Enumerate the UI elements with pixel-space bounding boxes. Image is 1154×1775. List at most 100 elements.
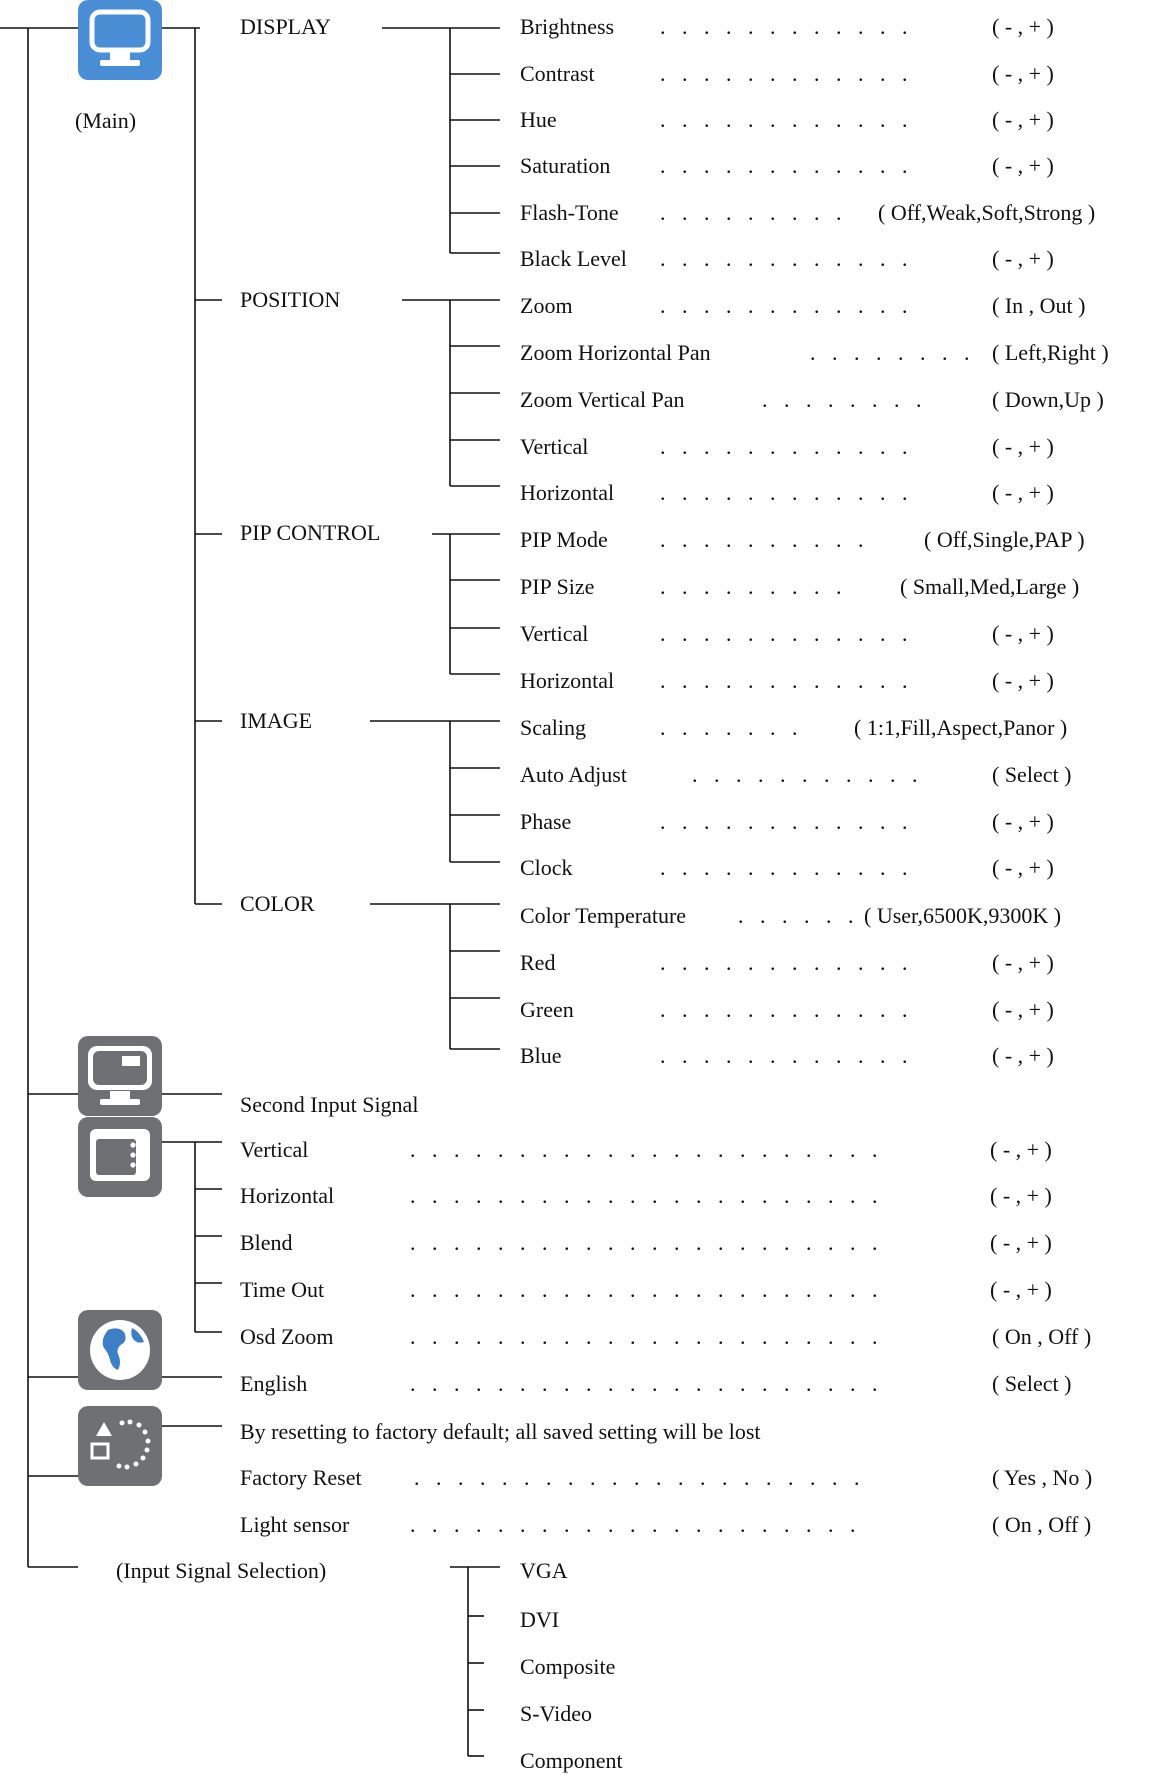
option-values: ( - , + ) xyxy=(992,434,1054,459)
option-values: ( - , + ) xyxy=(992,61,1054,86)
menu-item-pip-vertical[interactable]: Vertical xyxy=(520,621,589,646)
dot-leader: . . . . . . . . . . . . . . . . . . . . … xyxy=(410,1137,878,1162)
option-values: ( - , + ) xyxy=(990,1137,1052,1162)
dot-leader: . . . . . . . . . . . . xyxy=(660,668,908,693)
second-input-monitor-icon[interactable] xyxy=(78,1036,162,1116)
option-values: ( - , + ) xyxy=(992,997,1054,1022)
input-signal-selection-label[interactable]: (Input Signal Selection) xyxy=(116,1558,327,1583)
dot-leader: . . . . . . . . . . . . xyxy=(660,950,908,975)
menu-item-light-sensor[interactable]: Light sensor xyxy=(240,1512,350,1537)
menu-item-color-temperature[interactable]: Color Temperature xyxy=(520,903,687,928)
dot-leader: . . . . . . . . . . . . xyxy=(660,14,908,39)
menu-item-osd-horizontal[interactable]: Horizontal xyxy=(240,1183,335,1208)
menu-item-osd-vertical[interactable]: Vertical xyxy=(240,1137,309,1162)
dot-leader: . . . . . . . . . xyxy=(660,574,842,599)
menu-item-factory-reset[interactable]: Factory Reset xyxy=(240,1465,362,1490)
osd-panel-icon[interactable] xyxy=(78,1117,162,1197)
option-values: ( - , + ) xyxy=(992,855,1054,880)
menu-item-horizontal[interactable]: Horizontal xyxy=(520,480,615,505)
option-values: ( Off,Weak,Soft,Strong ) xyxy=(878,200,1096,225)
menu-item-osd-blend[interactable]: Blend xyxy=(240,1230,293,1255)
menu-item-pip-mode[interactable]: PIP Mode xyxy=(520,527,608,552)
dot-leader: . . . . . . . . . . . . xyxy=(660,293,908,318)
main-monitor-icon[interactable] xyxy=(78,0,162,80)
menu-item-language-english[interactable]: English xyxy=(240,1371,308,1396)
option-values: ( In , Out ) xyxy=(992,293,1086,318)
menu-item-pip-horizontal[interactable]: Horizontal xyxy=(520,668,615,693)
option-values: ( - , + ) xyxy=(990,1277,1052,1302)
dot-leader: . . . . . . . . xyxy=(762,387,922,412)
menu-item-scaling[interactable]: Scaling xyxy=(520,715,586,740)
menu-item-osd-time-out[interactable]: Time Out xyxy=(240,1277,325,1302)
dot-leader: . . . . . . . . . . . . xyxy=(660,809,908,834)
group-position[interactable]: POSITION xyxy=(240,287,341,312)
menu-item-black-level[interactable]: Black Level xyxy=(520,246,627,271)
option-values: ( 1:1,Fill,Aspect,Panor ) xyxy=(854,715,1068,740)
dot-leader: . . . . . . . . . . . . . . . . . . . . … xyxy=(410,1230,878,1255)
menu-item-zoom-vertical-pan[interactable]: Zoom Vertical Pan xyxy=(520,387,685,412)
dot-leader: . . . . . . . . . . . . . . . . . . . . … xyxy=(414,1465,860,1490)
menu-item-second-input-signal[interactable]: Second Input Signal xyxy=(240,1092,419,1117)
menu-item-hue[interactable]: Hue xyxy=(520,107,557,132)
dot-leader: . . . . . . . . . . . . xyxy=(660,1043,908,1068)
dot-leader: . . . . . . . . . . . . xyxy=(660,61,908,86)
group-image[interactable]: IMAGE xyxy=(240,708,313,733)
dot-leader: . . . . . . . . . . . . . . . . . . . . … xyxy=(410,1324,878,1349)
reset-shapes-icon[interactable] xyxy=(78,1406,162,1486)
menu-item-zoom-horizontal-pan[interactable]: Zoom Horizontal Pan xyxy=(520,340,711,365)
input-option-s-video[interactable]: S-Video xyxy=(520,1701,593,1726)
dot-leader: . . . . . . xyxy=(738,903,854,928)
group-display[interactable]: DISPLAY xyxy=(240,14,331,39)
dot-leader: . . . . . . . . . . . xyxy=(692,762,918,787)
dot-leader: . . . . . . . . . . . . xyxy=(660,434,908,459)
menu-item-saturation[interactable]: Saturation xyxy=(520,153,611,178)
dot-leader: . . . . . . . . xyxy=(810,340,970,365)
menu-item-zoom[interactable]: Zoom xyxy=(520,293,573,318)
dot-leader: . . . . . . . . . . . . . . . . . . . . … xyxy=(410,1512,856,1537)
input-option-vga[interactable]: VGA xyxy=(520,1558,568,1583)
menu-item-brightness[interactable]: Brightness xyxy=(520,14,615,39)
dot-leader: . . . . . . . . . . xyxy=(660,527,864,552)
option-values: ( Left,Right ) xyxy=(992,340,1109,365)
input-option-dvi[interactable]: DVI xyxy=(520,1607,560,1632)
option-values: ( Select ) xyxy=(992,762,1072,787)
language-globe-icon[interactable] xyxy=(78,1310,162,1390)
group-color[interactable]: COLOR xyxy=(240,891,315,916)
dot-leader: . . . . . . . . . xyxy=(660,200,842,225)
dot-leader: . . . . . . . . . . . . . . . . . . . . … xyxy=(410,1277,878,1302)
dot-leader: . . . . . . . . . . . . xyxy=(660,621,908,646)
option-values: ( - , + ) xyxy=(992,950,1054,975)
option-values: ( Small,Med,Large ) xyxy=(900,574,1080,599)
menu-item-contrast[interactable]: Contrast xyxy=(520,61,595,86)
group-pip-control[interactable]: PIP CONTROL xyxy=(240,520,381,545)
input-option-composite[interactable]: Composite xyxy=(520,1654,616,1679)
option-values: ( - , + ) xyxy=(992,480,1054,505)
dot-leader: . . . . . . . . . . . . . . . . . . . . … xyxy=(410,1183,878,1208)
menu-item-phase[interactable]: Phase xyxy=(520,809,572,834)
menu-item-auto-adjust[interactable]: Auto Adjust xyxy=(520,762,627,787)
menu-item-blue[interactable]: Blue xyxy=(520,1043,562,1068)
option-values: ( Yes , No ) xyxy=(992,1465,1093,1490)
option-values: ( Off,Single,PAP ) xyxy=(924,527,1085,552)
menu-item-clock[interactable]: Clock xyxy=(520,855,573,880)
menu-item-flash-tone[interactable]: Flash-Tone xyxy=(520,200,619,225)
menu-item-vertical[interactable]: Vertical xyxy=(520,434,589,459)
option-values: ( - , + ) xyxy=(992,1043,1054,1068)
option-values: ( - , + ) xyxy=(992,246,1054,271)
option-values: ( - , + ) xyxy=(990,1183,1052,1208)
dot-leader: . . . . . . . . . . . . . . . . . . . . … xyxy=(410,1371,878,1396)
dot-leader: . . . . . . . . . . . . xyxy=(660,997,908,1022)
option-values: ( - , + ) xyxy=(992,107,1054,132)
menu-item-pip-size[interactable]: PIP Size xyxy=(520,574,595,599)
dot-leader: . . . . . . . xyxy=(660,715,798,740)
option-values: ( - , + ) xyxy=(992,621,1054,646)
option-values: ( - , + ) xyxy=(990,1230,1052,1255)
input-option-component[interactable]: Component xyxy=(520,1748,623,1773)
option-values: ( Down,Up ) xyxy=(992,387,1104,412)
menu-item-osd-zoom[interactable]: Osd Zoom xyxy=(240,1324,334,1349)
menu-item-green[interactable]: Green xyxy=(520,997,574,1022)
menu-item-red[interactable]: Red xyxy=(520,950,556,975)
option-values: ( - , + ) xyxy=(992,809,1054,834)
option-values: ( - , + ) xyxy=(992,14,1054,39)
